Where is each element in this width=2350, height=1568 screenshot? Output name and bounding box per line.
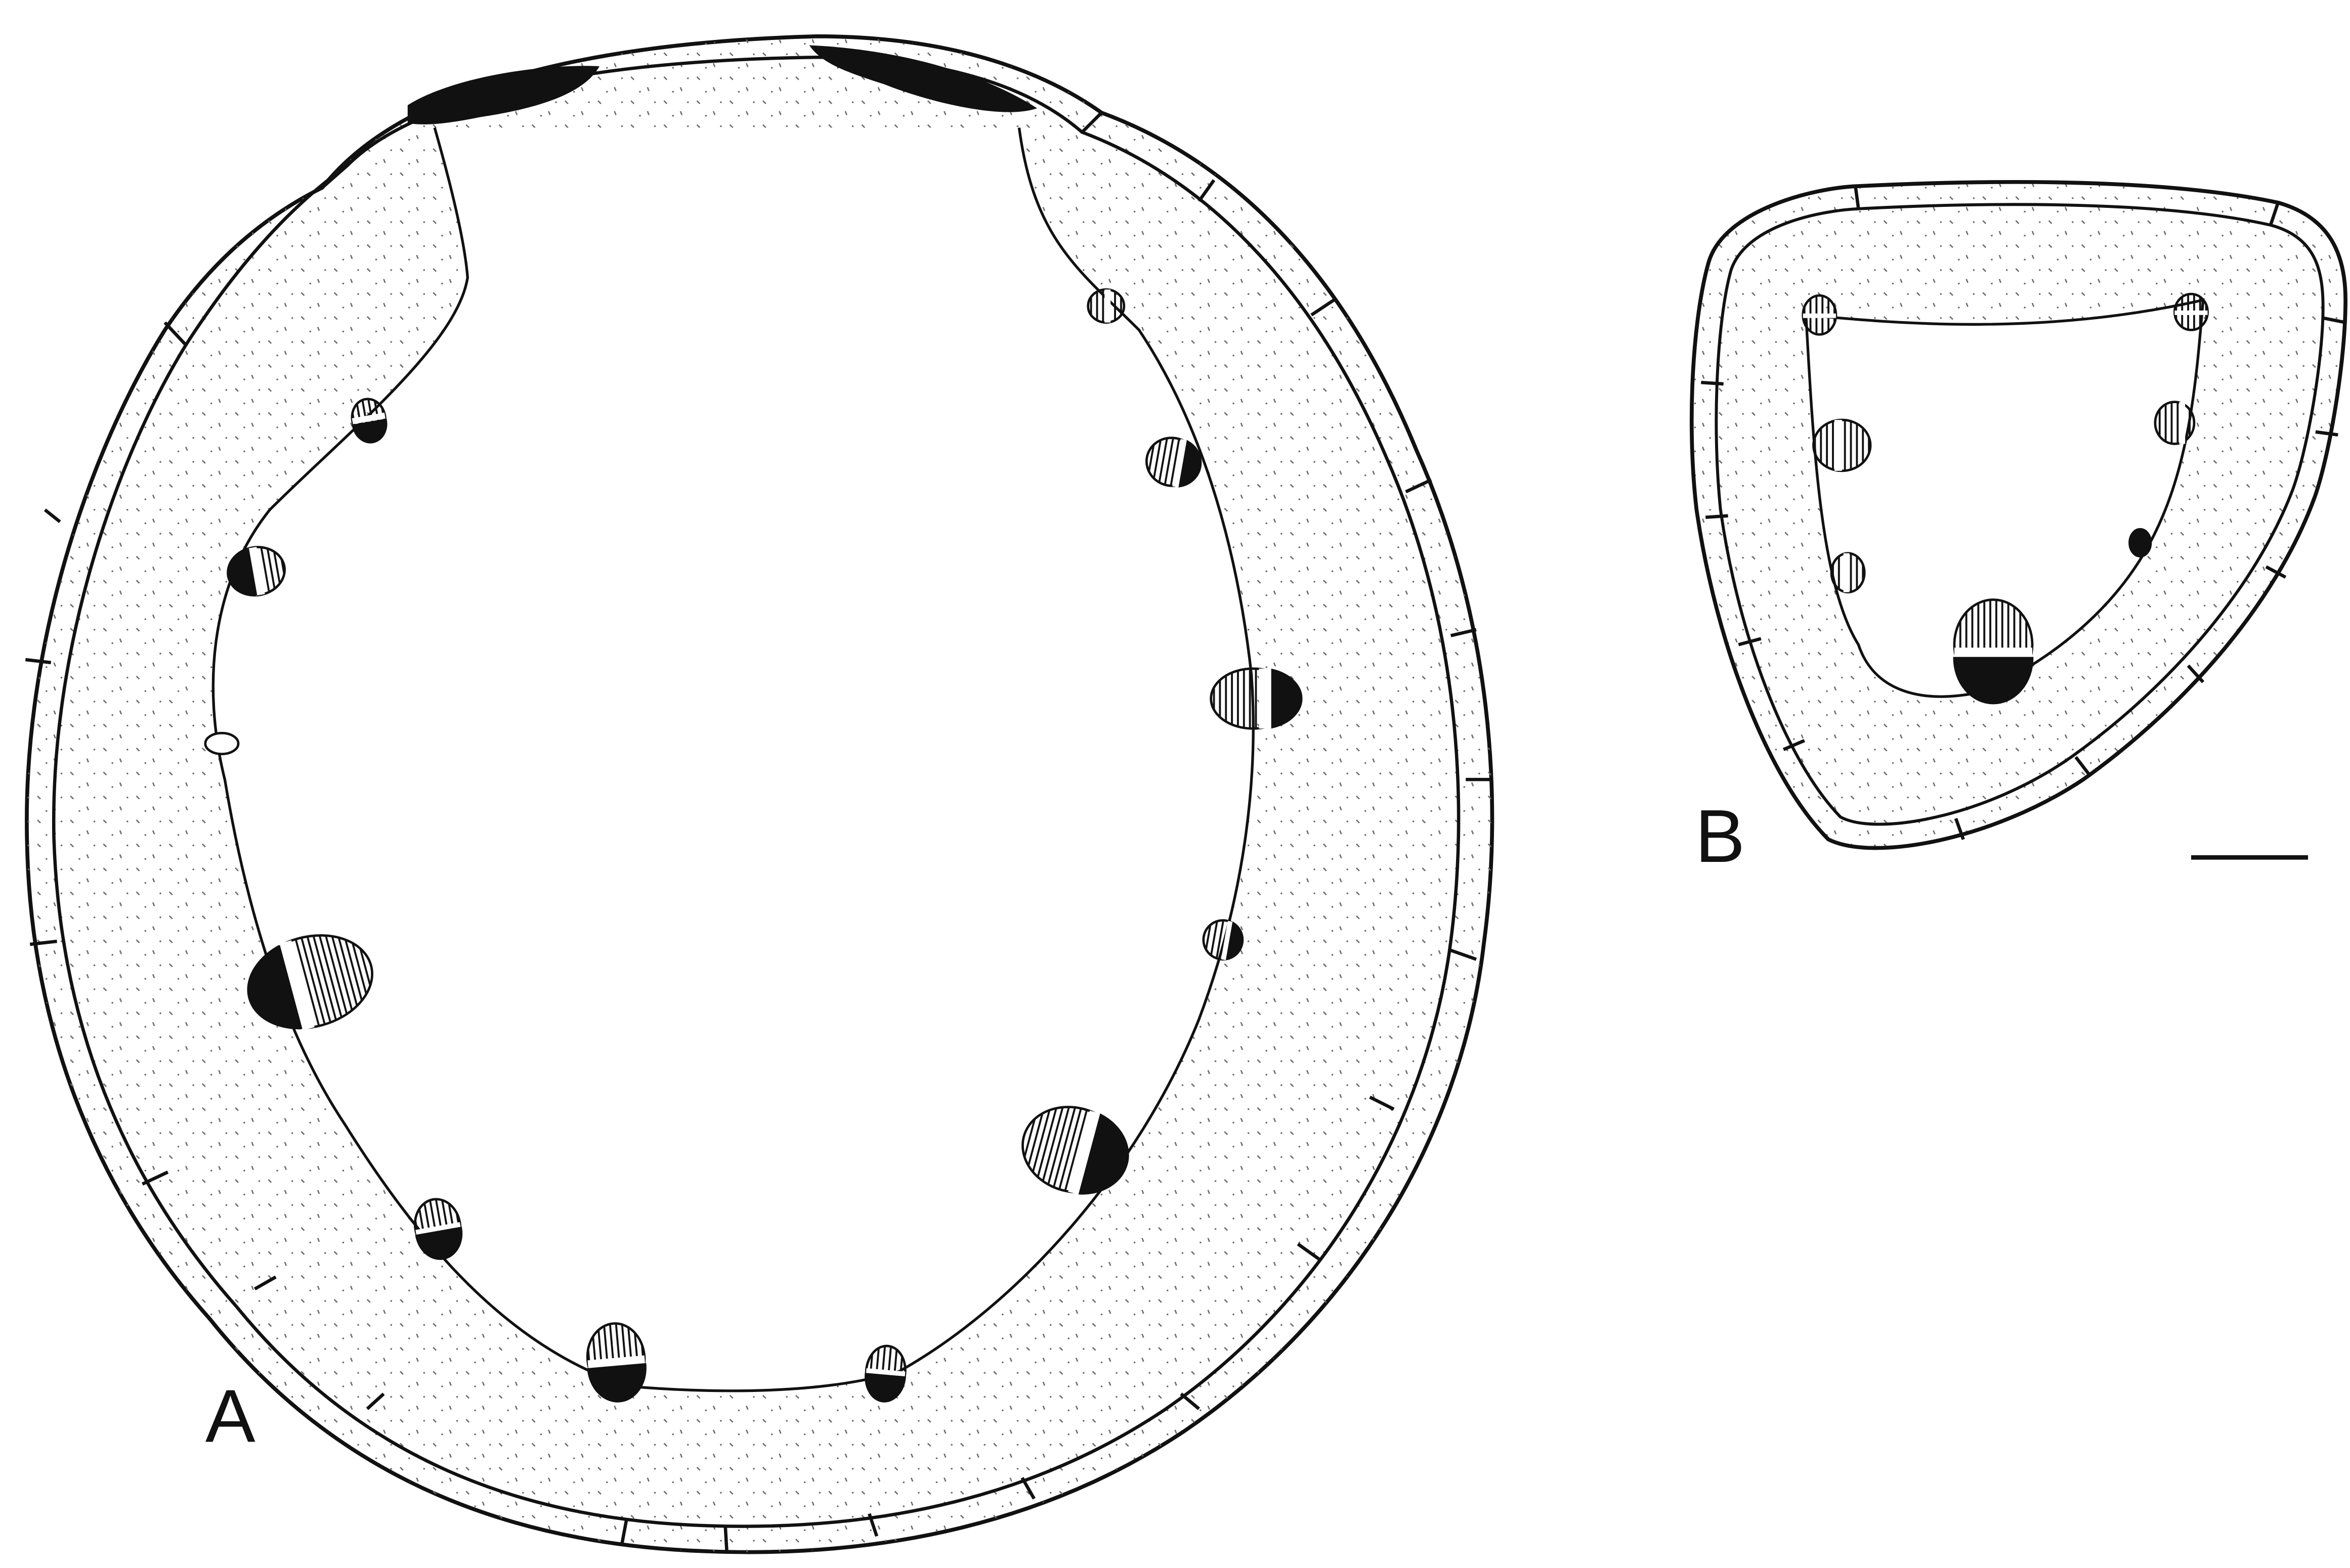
panel-a: A: [25, 36, 1492, 1553]
panel-b-label: B: [1695, 795, 1745, 878]
panel-a-label: A: [205, 1374, 255, 1458]
panel-b: B: [1692, 182, 2345, 878]
